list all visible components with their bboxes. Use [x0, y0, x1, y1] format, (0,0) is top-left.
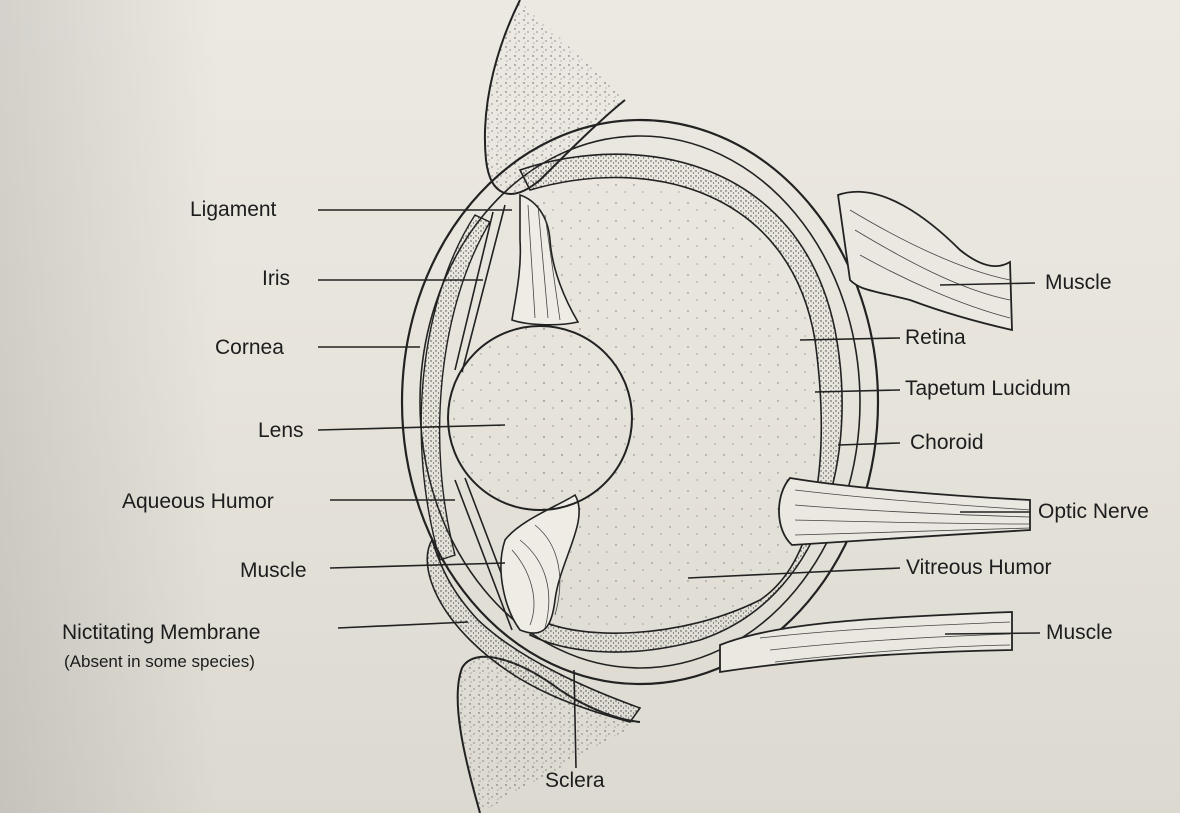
label-sclera: Sclera: [545, 770, 605, 791]
label-tapetum-lucidum: Tapetum Lucidum: [905, 378, 1071, 399]
label-optic-nerve: Optic Nerve: [1038, 501, 1149, 522]
label-muscle-top: Muscle: [1045, 272, 1112, 293]
label-retina: Retina: [905, 327, 966, 348]
label-ligament: Ligament: [190, 199, 276, 220]
label-nictitating-membrane: Nictitating Membrane: [62, 622, 260, 643]
label-vitreous-humor: Vitreous Humor: [906, 557, 1052, 578]
label-muscle-left: Muscle: [240, 560, 307, 581]
label-nictitating-note: (Absent in some species): [64, 653, 255, 670]
leader-muscle-left: [330, 563, 505, 568]
leader-nictitating: [338, 622, 468, 628]
label-iris: Iris: [262, 268, 290, 289]
lens: [448, 326, 632, 510]
label-lens: Lens: [258, 420, 304, 441]
label-aqueous-humor: Aqueous Humor: [122, 491, 274, 512]
leader-choroid: [838, 443, 900, 445]
label-muscle-bottom: Muscle: [1046, 622, 1113, 643]
leader-muscle-bottom: [945, 633, 1040, 634]
label-choroid: Choroid: [910, 432, 984, 453]
label-cornea: Cornea: [215, 337, 284, 358]
